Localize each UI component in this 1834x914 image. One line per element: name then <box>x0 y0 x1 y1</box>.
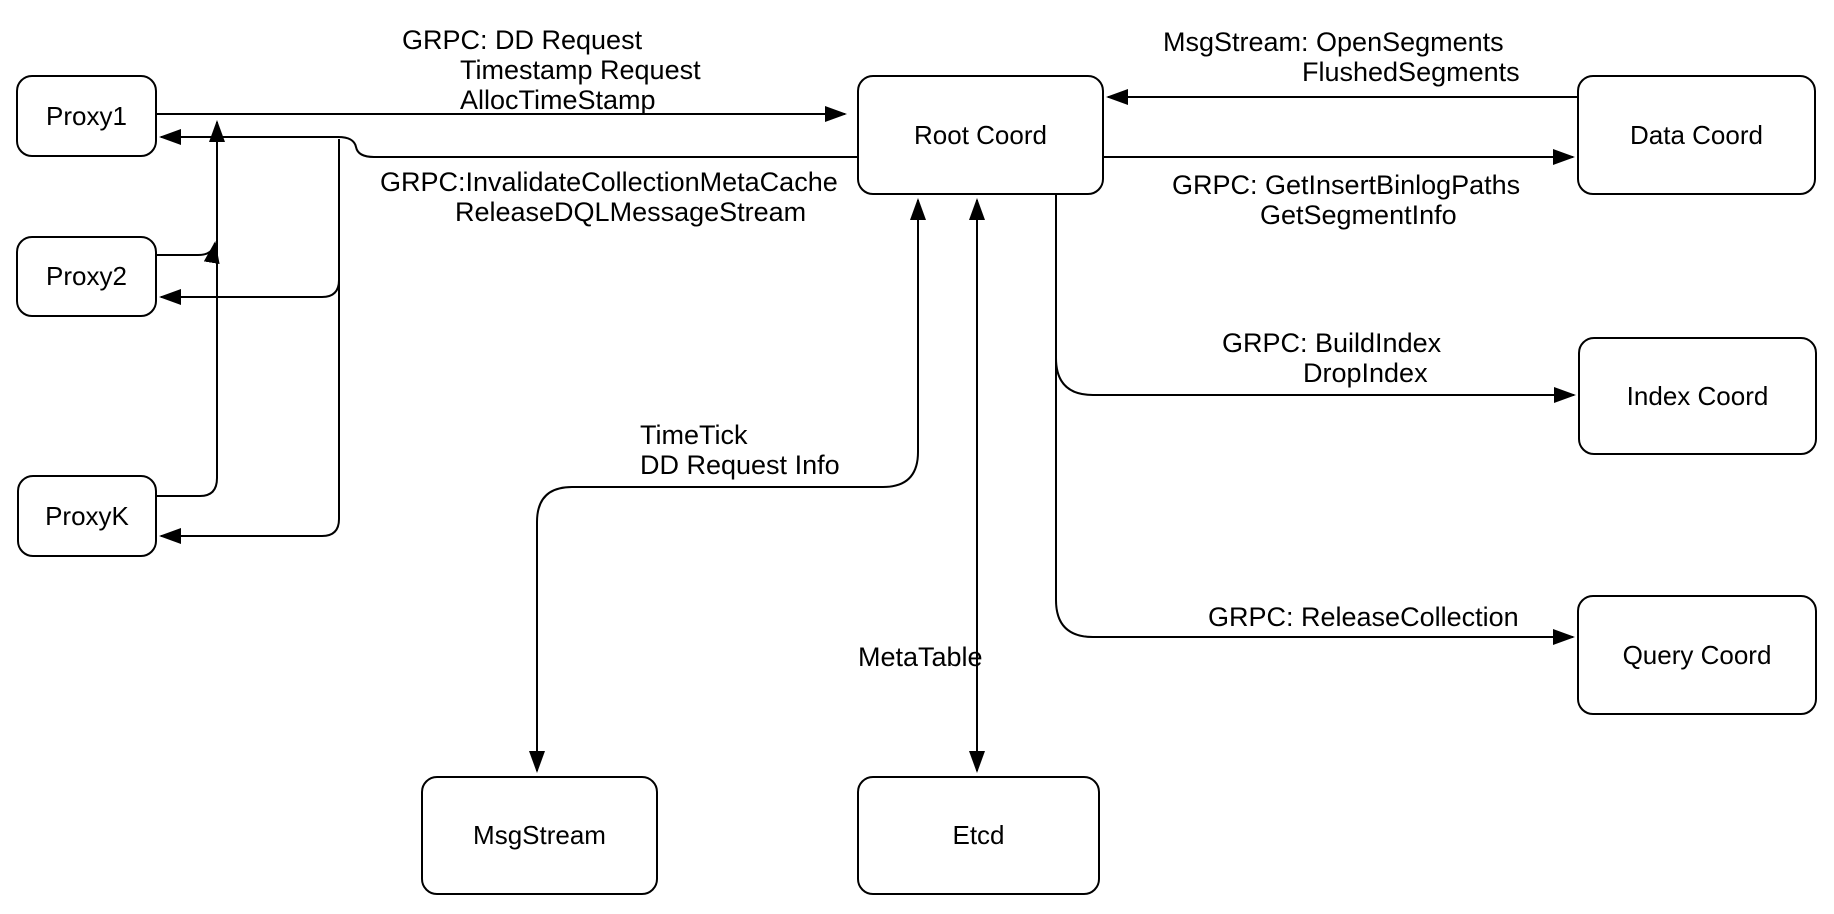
edge-label-rootcoord-to-proxy: GRPC:InvalidateCollectionMetaCache Relea… <box>380 167 838 227</box>
edge-label-proxy-to-rootcoord: GRPC: DD Request Timestamp Request Alloc… <box>402 25 701 115</box>
edge-return-to-proxy2 <box>159 279 340 305</box>
edge-label-rootcoord-to-etcd: MetaTable <box>858 642 983 672</box>
edge-rootcoord-to-proxy1 <box>159 129 857 158</box>
edge-label-line: ReleaseDQLMessageStream <box>455 197 807 227</box>
edge-label-line: DropIndex <box>1303 358 1428 388</box>
node-index-coord-label: Index Coord <box>1626 380 1769 411</box>
node-root-coord: Root Coord <box>857 75 1104 195</box>
edge-return-vertical-to-proxyk <box>159 139 340 544</box>
edge-rootcoord-to-querycoord <box>1055 195 1575 645</box>
edge-label-datacoord-to-rootcoord: MsgStream: OpenSegments FlushedSegments <box>1163 27 1520 87</box>
edge-label-line: DD Request Info <box>640 450 840 480</box>
node-msgstream-label: MsgStream <box>473 820 606 850</box>
node-query-coord-label: Query Coord <box>1622 639 1772 670</box>
edge-label-line: GRPC:InvalidateCollectionMetaCache <box>380 167 838 197</box>
node-etcd-label: Etcd <box>952 820 1005 850</box>
edge-rootcoord-msgstream <box>529 198 926 773</box>
edge-proxy2-join <box>157 241 220 265</box>
node-query-coord: Query Coord <box>1577 595 1817 715</box>
edge-label-rootcoord-to-indexcoord: GRPC: BuildIndex DropIndex <box>1222 328 1441 388</box>
edge-label-line: MetaTable <box>858 642 983 672</box>
node-proxyk: ProxyK <box>17 475 157 557</box>
edge-rootcoord-to-indexcoord <box>1055 357 1576 403</box>
edge-label-line: GetSegmentInfo <box>1260 200 1457 230</box>
edge-label-rootcoord-to-querycoord: GRPC: ReleaseCollection <box>1208 602 1519 632</box>
node-data-coord-label: Data Coord <box>1630 119 1763 150</box>
node-proxy1-label: Proxy1 <box>46 100 127 131</box>
edge-label-line: GRPC: GetInsertBinlogPaths <box>1172 170 1521 200</box>
edge-label-line: FlushedSegments <box>1302 57 1520 87</box>
edge-label-line: Timestamp Request <box>460 55 701 85</box>
edge-label-line: AllocTimeStamp <box>460 85 656 115</box>
node-proxyk-label: ProxyK <box>45 500 129 531</box>
edge-label-line: GRPC: BuildIndex <box>1222 328 1442 358</box>
edge-label-rootcoord-to-datacoord: GRPC: GetInsertBinlogPaths GetSegmentInf… <box>1172 170 1520 230</box>
edge-label-line: MsgStream: OpenSegments <box>1163 27 1504 57</box>
edge-proxy-bus-vertical <box>157 120 225 497</box>
node-msgstream: MsgStream <box>421 776 658 895</box>
node-index-coord: Index Coord <box>1578 337 1817 455</box>
node-proxy2: Proxy2 <box>16 236 157 317</box>
node-proxy1: Proxy1 <box>16 75 157 157</box>
node-proxy2-label: Proxy2 <box>46 261 127 291</box>
node-root-coord-label: Root Coord <box>914 119 1047 150</box>
edge-label-rootcoord-to-msgstream: TimeTick DD Request Info <box>640 420 840 480</box>
node-etcd: Etcd <box>857 776 1100 895</box>
edge-label-line: GRPC: DD Request <box>402 25 643 55</box>
node-data-coord: Data Coord <box>1577 75 1816 195</box>
edge-label-line: GRPC: ReleaseCollection <box>1208 602 1519 632</box>
edge-label-line: TimeTick <box>640 420 748 450</box>
